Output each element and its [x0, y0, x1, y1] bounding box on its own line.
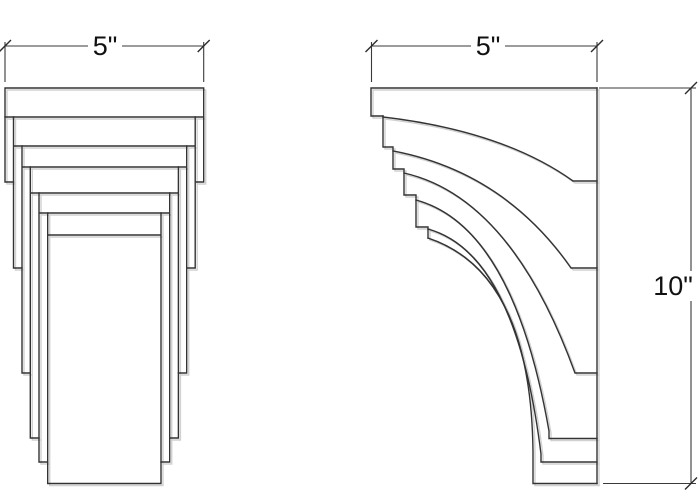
side-height-extension-lines — [599, 87, 696, 485]
front-tier-3 — [29, 166, 180, 439]
side-staircase — [382, 115, 429, 239]
front-view-outline — [4, 87, 205, 485]
side-curve-1 — [382, 116, 598, 182]
front-width-tick-marks — [0, 39, 211, 53]
side-height-tick-marks — [684, 81, 698, 490]
side-curve-3 — [403, 172, 598, 374]
front-width-dimension-label: 5" — [93, 31, 118, 61]
front-tier-4 — [38, 192, 171, 463]
front-cap — [4, 87, 205, 118]
side-width-extension-lines — [370, 42, 598, 82]
front-tier-2 — [21, 145, 188, 374]
front-width-dimension: 5" — [0, 31, 211, 82]
side-width-tick-marks — [365, 39, 604, 53]
side-height-dimension-label: 10" — [653, 271, 693, 301]
front-tier-1 — [12, 116, 196, 269]
side-width-dimension: 5" — [365, 31, 604, 82]
side-width-dimension-label: 5" — [476, 31, 501, 61]
side-curve-6 — [427, 237, 598, 485]
side-curve-5 — [427, 228, 598, 463]
side-height-dimension: 10" — [599, 81, 698, 490]
front-width-extension-lines — [4, 42, 205, 82]
side-curve-2 — [392, 150, 598, 269]
side-view-outline — [370, 87, 598, 485]
front-body — [47, 212, 162, 485]
side-curve-4 — [415, 199, 598, 440]
side-cap — [370, 87, 598, 117]
front-ears — [4, 116, 205, 183]
